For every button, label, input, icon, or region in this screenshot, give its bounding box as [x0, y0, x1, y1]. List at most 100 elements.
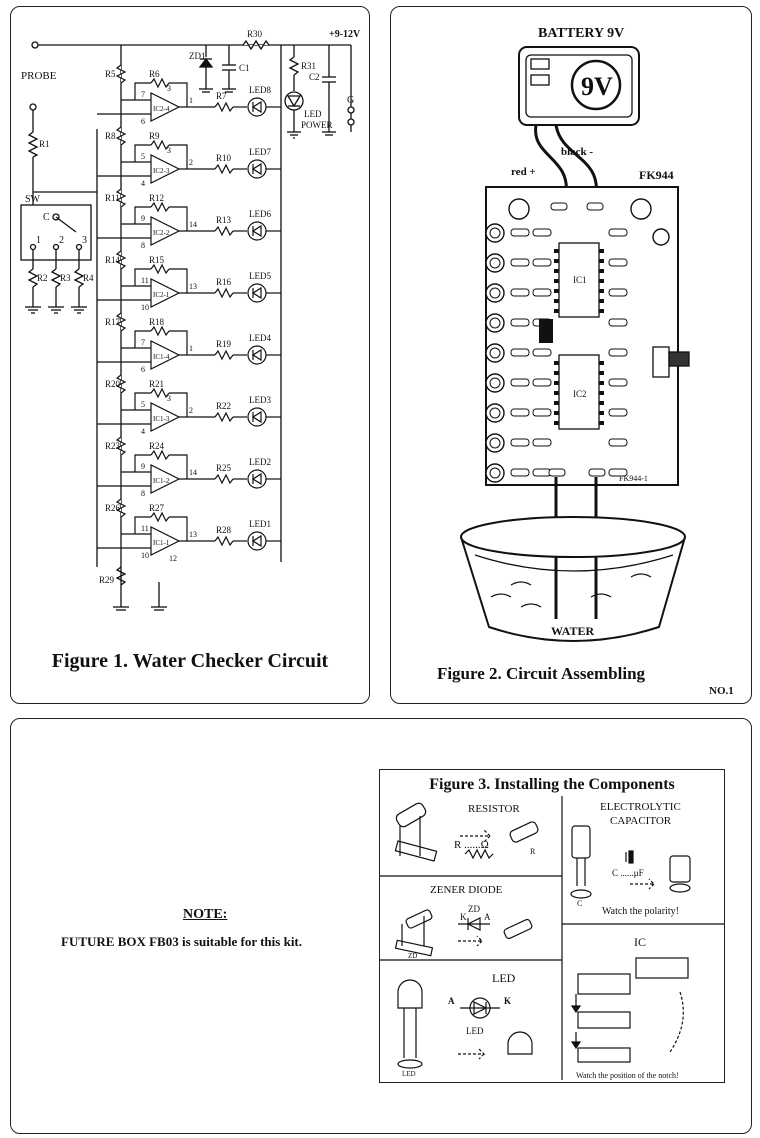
zener-mark: ZD	[408, 952, 417, 960]
r3-label: R3	[60, 273, 71, 283]
out-resistor-label-2: R10	[216, 153, 232, 163]
zener-zd: ZD	[468, 904, 480, 914]
ic-label-8: IC1-1	[153, 539, 170, 547]
out-resistor-label-1: R7	[216, 91, 227, 101]
pcb-resistor-l-6	[510, 378, 530, 387]
pcb-resistor-l-2	[510, 258, 530, 267]
pin-out-2: 2	[189, 158, 193, 167]
ic1-pin-l	[554, 299, 559, 303]
pcb-resistor-r-6	[608, 378, 628, 387]
pin-b-7: 8	[141, 489, 145, 498]
r4-label: R4	[83, 273, 94, 283]
pcb-red-pad	[550, 202, 568, 211]
pcb-probe-pad-2	[588, 468, 606, 477]
r30-label: R30	[247, 29, 263, 39]
pcb-resistor-l-8	[510, 438, 530, 447]
ic-label-1: IC2-4	[153, 105, 170, 113]
pcb-resistor-l-5	[510, 348, 530, 357]
pcb-led-2	[485, 253, 505, 273]
pcb-led-inner-1	[489, 227, 501, 239]
pcb-resistor-r-5	[608, 348, 628, 357]
pcb-capacitor-c1	[508, 198, 530, 220]
pcb-led-5	[485, 343, 505, 363]
switch-label: SW	[25, 194, 41, 205]
led-power-label-2: POWER	[301, 120, 333, 130]
divider-label-8: R26	[105, 503, 121, 513]
out-resistor-label-5: R19	[216, 339, 232, 349]
ic2-pin-l	[554, 421, 559, 425]
ic2-pin-r	[599, 381, 604, 385]
out-resistor-label-7: R25	[216, 463, 232, 473]
pin-c-2: 3	[167, 146, 171, 155]
ic-note: Watch the position of the notch!	[576, 1071, 679, 1080]
ic2-pin-l	[554, 401, 559, 405]
feedback-label-5: R18	[149, 317, 165, 327]
stage-7	[97, 436, 281, 494]
pcb-led-inner-4	[489, 317, 501, 329]
led-label-4: LED5	[249, 271, 271, 281]
pcb-led-3	[485, 283, 505, 303]
pin-a-5: 7	[141, 338, 145, 347]
led-label: LED	[492, 971, 516, 985]
pin-b-1: 6	[141, 117, 145, 126]
figure1-caption: Figure 1. Water Checker Circuit	[51, 650, 329, 672]
circuit-assembly-drawing: BATTERY 9V 9V red + black - FK944 IC1 IC…	[460, 26, 690, 642]
pcb-led-6	[485, 373, 505, 393]
supply-label: +9-12V	[329, 29, 361, 40]
zener-label: ZD1	[189, 51, 206, 61]
pin-c-8: 12	[169, 554, 177, 563]
ic2-pin-r	[599, 411, 604, 415]
pcb-led-inner-8	[489, 437, 501, 449]
ic1-pin-r	[599, 289, 604, 293]
pcb-led-inner-5	[489, 347, 501, 359]
ground-label: G	[347, 95, 354, 106]
led-label-2: LED7	[249, 147, 271, 157]
pcb-resistor-l-4	[510, 318, 530, 327]
ic1-pin-r	[599, 279, 604, 283]
divider-label-7: R23	[105, 441, 121, 451]
figure3-box: Figure 3. Installing the Components	[379, 769, 725, 1083]
divider-label-5: R17	[105, 317, 121, 327]
pcb-resistor-l-3	[510, 288, 530, 297]
ic1-pin-l	[554, 309, 559, 313]
ic1-pin-r	[599, 259, 604, 263]
pin-c-1: 3	[167, 84, 171, 93]
bottom-panel: NOTE: FUTURE BOX FB03 is suitable for th…	[10, 718, 752, 1134]
switch-pos-2: 2	[59, 235, 64, 246]
led-k: K	[504, 996, 511, 1006]
figure2-caption: Figure 2. Circuit Assembling	[436, 664, 646, 683]
pin-out-5: 1	[189, 344, 193, 353]
ic2-label: IC2	[573, 389, 587, 399]
switch-pos-3: 3	[82, 235, 87, 246]
pcb-led-inner-2	[489, 257, 501, 269]
pcb-led-inner-7	[489, 407, 501, 419]
capacitor-symbol: C ......μF	[612, 868, 644, 878]
pin-a-7: 9	[141, 462, 145, 471]
ic1-pin-r	[599, 309, 604, 313]
divider-label-6: R20	[105, 379, 121, 389]
r29-label: R29	[99, 575, 115, 585]
pcb-resistor-l-9	[510, 468, 530, 477]
divider-label-2: R8	[105, 131, 116, 141]
ic2-pin-l	[554, 391, 559, 395]
divider-label-1: R5	[105, 69, 116, 79]
stage-1	[97, 64, 281, 122]
stage-5	[97, 312, 281, 370]
out-resistor-label-6: R22	[216, 401, 231, 411]
led-power-label-1: LED	[304, 109, 322, 119]
out-resistor-label-8: R28	[216, 525, 232, 535]
pcb-led-inner-6	[489, 377, 501, 389]
divider-label-3: R11	[105, 193, 120, 203]
pcb-resistor-r-9	[608, 468, 628, 477]
pcb-black-pad	[586, 202, 604, 211]
pcb-probe-pad-1	[548, 468, 566, 477]
pin-b-4: 10	[141, 303, 149, 312]
ic1-pin-l	[554, 269, 559, 273]
pcb-resistor-m-6	[532, 378, 552, 387]
resistor-symbol: R ......Ω	[454, 839, 489, 851]
led-sym: LED	[466, 1026, 484, 1036]
ic1-pin-l	[554, 249, 559, 253]
pcb-led-inner-3	[489, 287, 501, 299]
pcb-led-1	[485, 223, 505, 243]
